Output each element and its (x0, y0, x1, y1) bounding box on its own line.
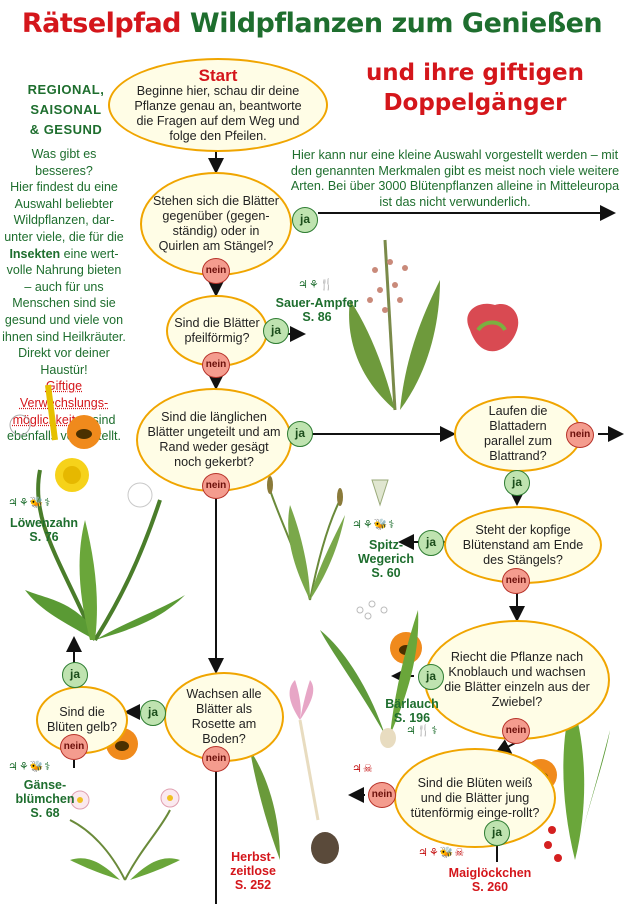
plant-name: Maiglöckchen (448, 866, 532, 880)
start-label: Start (198, 65, 238, 85)
wild-garlic-illustration (320, 600, 419, 748)
question-entire-leaves: Sind die länglichen Blätter ungeteilt un… (136, 388, 292, 492)
answer-yes-badge: ja (418, 530, 444, 556)
answer-no-badge: nein (60, 734, 88, 760)
answer-yes-badge: ja (263, 318, 289, 344)
question-yellow-flowers: Sind die Blüten gelb? (36, 686, 128, 754)
plant-label-autumn-crocus: Herbst-zeitlose S. 252 (222, 850, 284, 892)
question-text: Sind die länglichen Blätter ungeteilt un… (147, 410, 281, 469)
question-text: Sind die Blüten gelb? (46, 705, 118, 734)
plant-label-lily-of-the-valley: Maiglöckchen S. 260 (440, 866, 540, 894)
intro-insects: Insekten (9, 246, 61, 261)
dandelion-symbols: ♃⚘🐝⚕ (8, 496, 52, 509)
answer-no-badge: nein (502, 568, 530, 594)
selection-note: Hier kann nur eine kleine Auswahl vorges… (290, 148, 620, 209)
intro-line-1: Was gibt es besseres? (31, 147, 97, 178)
plant-label-plantain: Spitz-Wegerich S. 60 (350, 538, 422, 580)
autumn-crocus-illustration (250, 680, 339, 864)
lily-of-the-valley-illustration (541, 700, 610, 862)
question-white-flowers: Sind die Blüten weiß und die Blätter jun… (394, 748, 556, 848)
plant-page: S. 252 (234, 878, 272, 892)
answer-no-badge: nein (202, 258, 230, 284)
intro-heading-line: SAISONAL (30, 102, 102, 117)
intro-heading: REGIONAL, SAISONAL & GESUND (6, 80, 126, 140)
title-part-1: Rätselpfad (21, 8, 182, 39)
intro-line-2: Hier findest du eine Auswahl beliebter W… (4, 180, 124, 244)
answer-no-badge: nein (502, 718, 530, 744)
plant-page: S. 60 (371, 566, 401, 580)
question-text: Steht der kopfige Blütenstand am Ende de… (462, 522, 584, 567)
plant-name: Spitz-Wegerich (357, 538, 415, 566)
plantain-symbols: ♃⚘🐝⚕ (352, 518, 396, 531)
answer-yes-badge: ja (292, 207, 318, 233)
plantain-illustration (267, 476, 389, 601)
daisy-illustration (69, 788, 180, 881)
plant-label-wild-garlic: Bärlauch S. 196 (376, 697, 448, 725)
plant-label-sorrel: Sauer-Ampfer S. 86 (272, 296, 362, 324)
answer-yes-badge: ja (418, 664, 444, 690)
plant-page: S. 86 (302, 310, 332, 324)
sorrel-illustration (349, 239, 519, 411)
question-parallel-veins: Laufen die Blattadern parallel zum Blatt… (454, 396, 582, 472)
answer-yes-badge: ja (62, 662, 88, 688)
answer-yes-badge: ja (484, 820, 510, 846)
question-rosette: Wachsen alle Blätter als Rosette am Bode… (164, 672, 284, 762)
answer-no-badge: nein (202, 473, 230, 499)
question-text: Wachsen alle Blätter als Rosette am Bode… (186, 687, 262, 746)
plant-page: S. 68 (30, 806, 60, 820)
subtitle-line-2: Doppelgänger (383, 90, 567, 116)
plant-label-dandelion: Löwenzahn S. 76 (6, 516, 82, 544)
plant-name: Löwenzahn (9, 516, 79, 530)
answer-no-badge: nein (202, 352, 230, 378)
plant-name: Sauer-Ampfer (275, 296, 359, 310)
lily-of-the-valley-symbols: ♃⚘🐝☠ (418, 846, 466, 859)
plant-name: Herbst-zeitlose (230, 850, 276, 878)
plant-name: Bärlauch (385, 697, 439, 711)
question-text: Riecht die Pflanze nach Knoblauch und wa… (444, 650, 590, 709)
autumn-crocus-symbols: ♃☠ (352, 762, 374, 775)
question-text: Stehen sich die Blätter gegenüber (gegen… (152, 194, 279, 253)
answer-no-badge: nein (368, 782, 396, 808)
answer-no-badge: nein (566, 422, 594, 448)
answer-no-badge: nein (202, 746, 230, 772)
wild-garlic-symbols: ♃🍴⚕ (406, 724, 439, 737)
title-part-2: Wildpflanzen zum Genießen (189, 8, 603, 39)
subtitle-line-1: und ihre giftigen (365, 60, 585, 86)
intro-heading-line: REGIONAL, (27, 82, 105, 97)
poster-title: Rätselpfad Wildpflanzen zum Genießen (0, 8, 624, 39)
plant-page: S. 260 (471, 880, 509, 894)
intro-line-3: eine wert-volle Nahrung bieten – auch fü… (2, 246, 126, 377)
answer-yes-badge: ja (504, 470, 530, 496)
plant-page: S. 76 (29, 530, 59, 544)
plant-page: S. 196 (393, 711, 431, 725)
plant-label-daisy: Gänse-blümchen S. 68 (10, 778, 80, 820)
dandelion-illustration (9, 384, 185, 642)
plant-name: Gänse-blümchen (15, 778, 75, 806)
sorrel-symbols: ♃⚘🍴 (298, 278, 335, 291)
answer-yes-badge: ja (140, 700, 166, 726)
start-node: Start Beginne hier, schau dir deine Pfla… (108, 58, 328, 152)
answer-yes-badge: ja (287, 421, 313, 447)
poster-subtitle: und ihre giftigen Doppelgänger (330, 58, 620, 118)
question-text: Sind die Blätter pfeilförmig? (174, 316, 260, 345)
start-text: Beginne hier, schau dir deine Pflanze ge… (134, 83, 302, 143)
daisy-symbols: ♃⚘🐝⚕ (8, 760, 52, 773)
question-text: Laufen die Blattadern parallel zum Blatt… (484, 404, 552, 463)
question-text: Sind die Blüten weiß und die Blätter jun… (410, 775, 540, 820)
intro-heading-line: & GESUND (29, 122, 103, 137)
